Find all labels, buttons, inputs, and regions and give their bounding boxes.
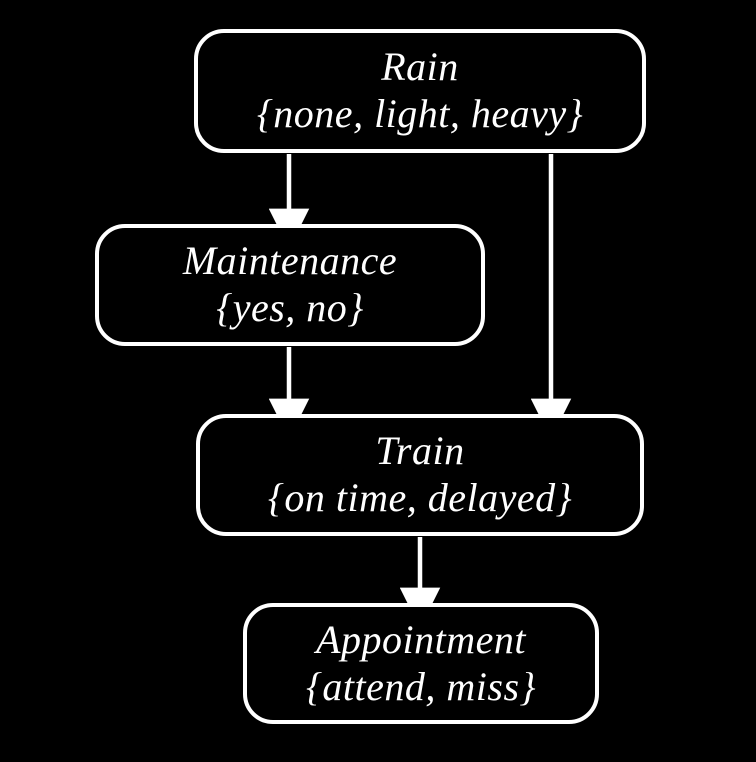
node-rain-title: Rain xyxy=(381,44,459,90)
node-maintenance-states: {yes, no} xyxy=(216,285,364,330)
node-maintenance-title: Maintenance xyxy=(182,238,398,284)
node-train-title: Train xyxy=(375,428,465,474)
node-rain-states: {none, light, heavy} xyxy=(256,91,584,136)
node-train-states: {on time, delayed} xyxy=(267,475,573,520)
node-train[interactable]: Train {on time, delayed} xyxy=(196,414,644,536)
node-appointment-states: {attend, miss} xyxy=(305,663,537,709)
node-appointment[interactable]: Appointment {attend, miss} xyxy=(243,603,599,724)
node-maintenance[interactable]: Maintenance {yes, no} xyxy=(95,224,485,346)
node-appointment-title: Appointment xyxy=(316,616,526,662)
node-rain[interactable]: Rain {none, light, heavy} xyxy=(194,29,646,153)
